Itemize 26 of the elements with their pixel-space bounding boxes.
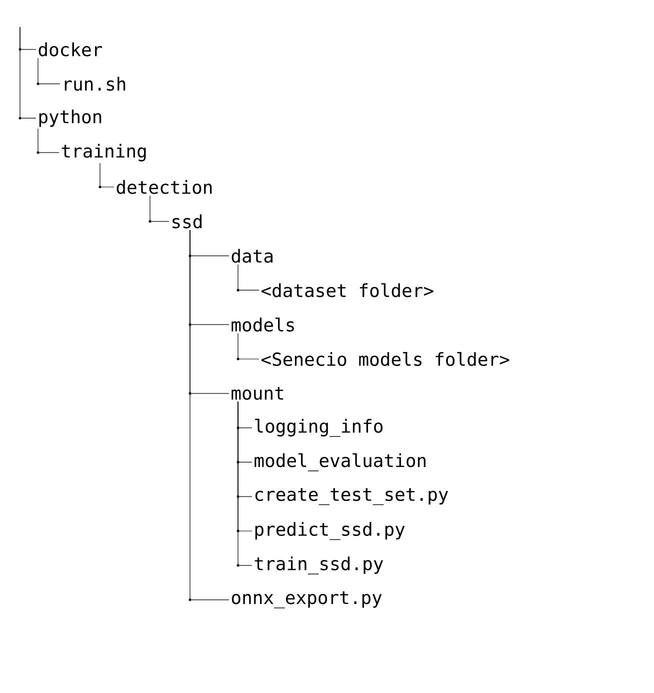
tree-connector: [236, 401, 252, 566]
tree-connector: [18, 26, 36, 120]
folder-name: predict_ssd.py: [255, 522, 405, 540]
tree-connector: [148, 195, 170, 222]
folder-name: model_evaluation: [254, 453, 426, 472]
tree-connector: [236, 264, 260, 292]
folder-name: onnx_export.py: [232, 591, 382, 608]
folder-name: <Senecio models folder>: [261, 352, 510, 366]
folder-name: <dataset folder>: [261, 283, 434, 298]
folder-name: training: [62, 144, 146, 162]
folder-name: run.sh: [64, 76, 126, 91]
folder-name: create_test_set.py: [255, 488, 448, 506]
tree-connector: [36, 128, 60, 154]
folder-name: ssd: [172, 214, 202, 228]
folder-name: detection: [116, 180, 212, 194]
folder-name: data: [232, 248, 273, 263]
folder-name: models: [232, 318, 294, 332]
tree-connector: [188, 230, 230, 601]
folder-name: train_ssd.py: [254, 556, 384, 574]
tree-connector: [36, 58, 60, 85]
tree-connector: [98, 162, 114, 188]
folder-name: mount: [232, 386, 284, 400]
tree-connector: [236, 333, 260, 360]
folder-name: docker: [38, 42, 102, 56]
folder-name: logging_info: [255, 418, 383, 437]
folder-name: python: [39, 110, 102, 127]
